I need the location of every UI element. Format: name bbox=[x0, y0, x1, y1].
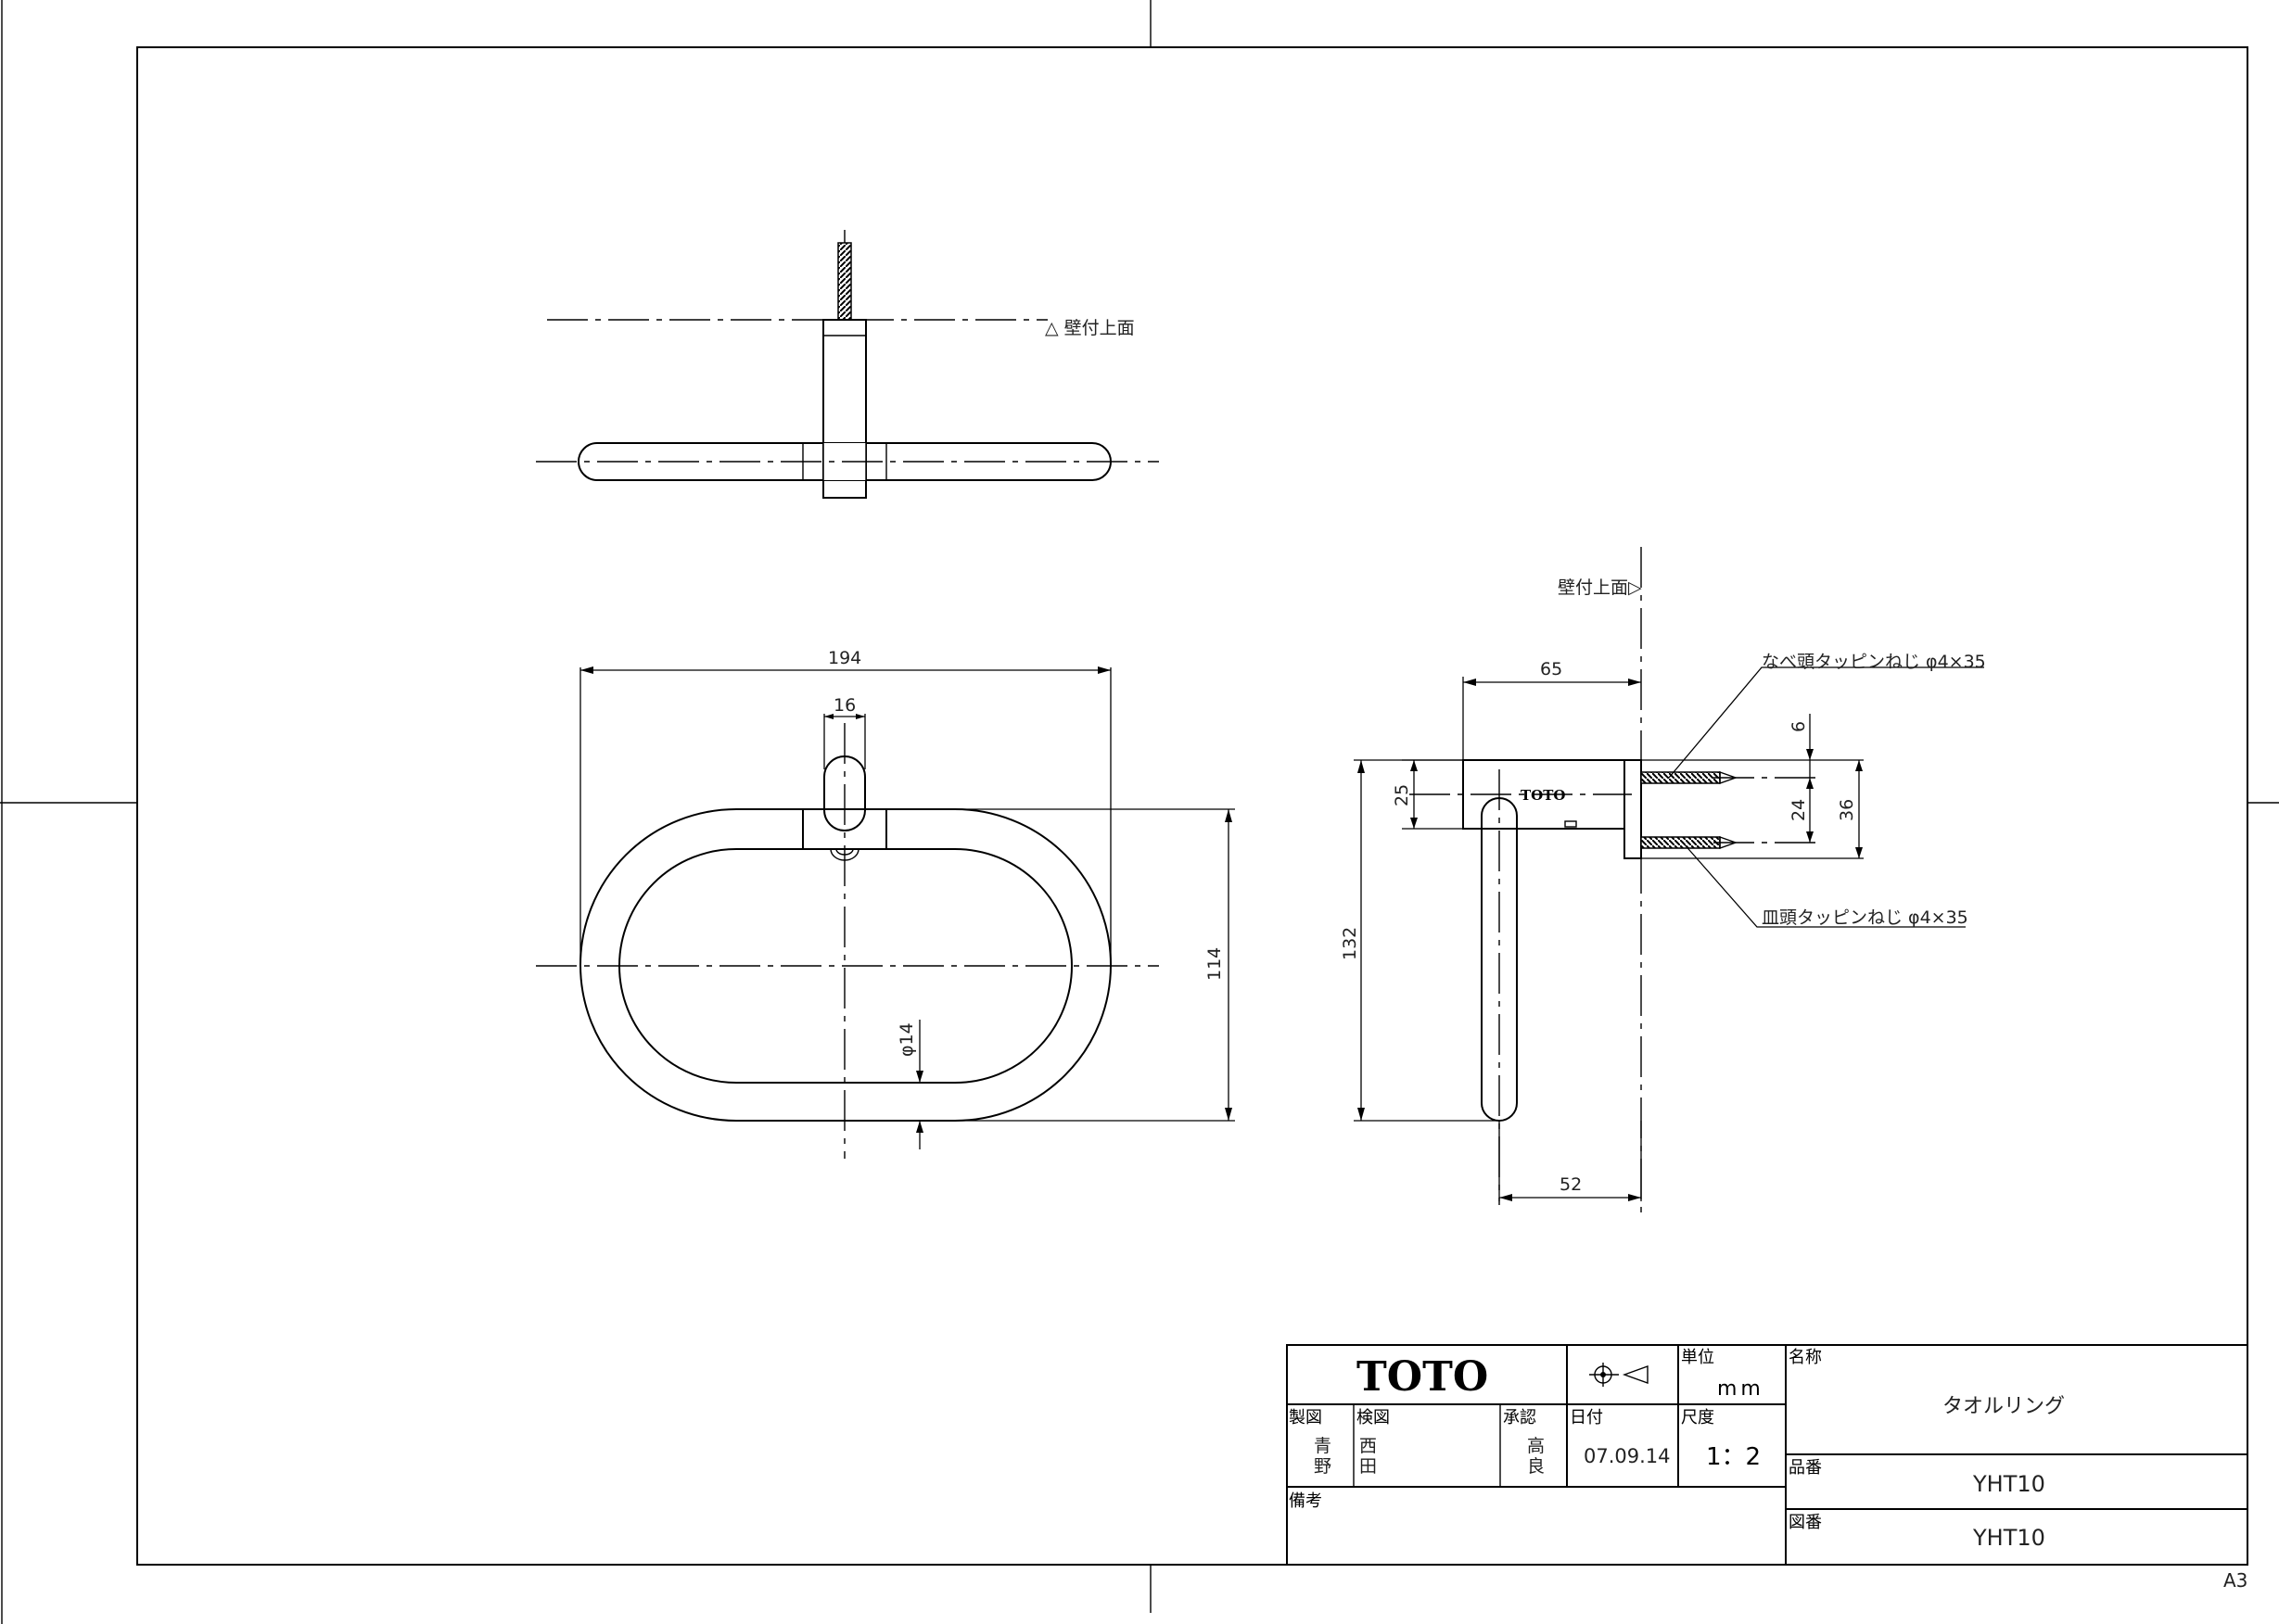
checked-header: 検図 bbox=[1356, 1408, 1390, 1427]
side-wall-ref-label: 壁付上面▷ bbox=[1558, 577, 1642, 598]
drawn-by-1: 青 bbox=[1314, 1436, 1331, 1456]
dim-plate: 36 bbox=[1837, 799, 1857, 821]
part-no-header: 品番 bbox=[1789, 1458, 1822, 1478]
drawing-no-value: YHT10 bbox=[1972, 1525, 2045, 1551]
screw-upper bbox=[1640, 771, 1721, 784]
ring-outer bbox=[579, 808, 1112, 1122]
approved-by-2: 良 bbox=[1527, 1456, 1545, 1477]
dim-diameter: φ14 bbox=[897, 1022, 917, 1057]
drawn-header: 製図 bbox=[1289, 1408, 1322, 1427]
date-value: 07.09.14 bbox=[1584, 1445, 1671, 1467]
front-view: 194 16 114 φ14 bbox=[536, 648, 1235, 1159]
scale-header: 尺度 bbox=[1681, 1408, 1714, 1427]
part-no-value: YHT10 bbox=[1972, 1471, 2045, 1497]
dim-depth: 65 bbox=[1540, 659, 1562, 679]
dim-post: 16 bbox=[834, 695, 856, 716]
side-ring-bar bbox=[1481, 797, 1518, 1122]
dim-width: 194 bbox=[828, 648, 861, 668]
dim-screw-pitch: 24 bbox=[1789, 799, 1809, 821]
wall-plate bbox=[1623, 759, 1642, 859]
top-wall-ref-label: △ 壁付上面 bbox=[1045, 318, 1135, 338]
wall-screw-top bbox=[837, 242, 852, 321]
unit-value: mm bbox=[1717, 1377, 1764, 1401]
side-brand-mark: TOTO bbox=[1521, 787, 1565, 804]
remarks-header: 備考 bbox=[1289, 1491, 1322, 1511]
projection-symbol-icon bbox=[1589, 1363, 1649, 1387]
title-block: TOTO 単位 mm 尺度 1：2 製図 青 野 検図 西 田 承認 高 良 日… bbox=[1286, 1344, 2248, 1566]
dim-total-height: 132 bbox=[1340, 927, 1360, 960]
approved-header: 承認 bbox=[1503, 1408, 1536, 1427]
side-view: 壁付上面▷ TOTO なべ頭タッピンねじ φ4×35 皿頭タッピンねじ φ4×3… bbox=[1340, 547, 1986, 1214]
sheet-size-label: A3 bbox=[2223, 1569, 2247, 1592]
dim-height: 114 bbox=[1204, 947, 1225, 981]
title-logo: TOTO bbox=[1356, 1353, 1488, 1401]
date-header: 日付 bbox=[1570, 1408, 1603, 1427]
unit-header: 単位 bbox=[1681, 1348, 1714, 1367]
checked-by-1: 西 bbox=[1359, 1436, 1377, 1456]
ring-bar-top bbox=[578, 442, 1112, 481]
drawn-by-2: 野 bbox=[1314, 1456, 1331, 1477]
screw-upper-label: なべ頭タッピンねじ φ4×35 bbox=[1762, 652, 1986, 672]
checked-by-2: 田 bbox=[1359, 1456, 1377, 1477]
dim-top: 6 bbox=[1789, 721, 1809, 732]
drawing-no-header: 図番 bbox=[1789, 1513, 1822, 1532]
name-value: タオルリング bbox=[1942, 1395, 2065, 1418]
screw-lower bbox=[1640, 836, 1721, 849]
wall-post-top bbox=[822, 319, 867, 499]
dim-bar-offset: 52 bbox=[1560, 1174, 1582, 1195]
scale-value: 1：2 bbox=[1706, 1443, 1761, 1471]
ring-inner bbox=[618, 848, 1073, 1084]
name-header: 名称 bbox=[1789, 1348, 1822, 1367]
screw-lower-label: 皿頭タッピンねじ φ4×35 bbox=[1762, 907, 1968, 928]
top-view: △ 壁付上面 bbox=[536, 230, 1159, 499]
approved-by-1: 高 bbox=[1527, 1436, 1545, 1456]
dim-bracket: 25 bbox=[1392, 784, 1412, 806]
